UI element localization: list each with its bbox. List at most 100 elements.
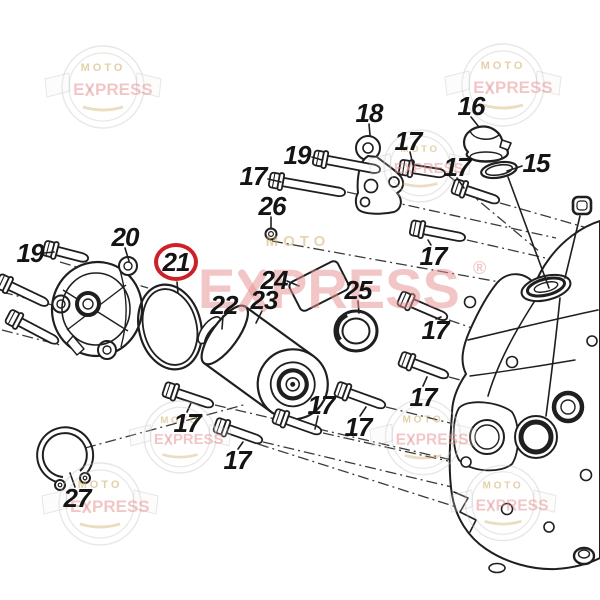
solid-leader-line [507, 176, 550, 289]
part-label-15: 15 [522, 148, 551, 178]
part-label-24: 24 [260, 265, 289, 295]
leader-line-17i [422, 376, 428, 387]
watermark-express-text: E [473, 78, 484, 97]
part-label-19a: 19 [283, 140, 312, 170]
watermark-express-text: PRESS [173, 432, 223, 448]
part-label-22: 22 [210, 290, 239, 320]
watermark-express-text: PRESS [416, 431, 469, 448]
leader-line-27 [69, 472, 76, 488]
part-label-17e: 17 [173, 408, 202, 438]
dash-line [271, 240, 545, 291]
dash-line [257, 443, 536, 533]
bolt-17i [397, 351, 450, 380]
leader-line-23 [255, 310, 263, 324]
leader-line-15 [506, 165, 523, 172]
watermark-express-text: E [476, 497, 486, 514]
leader-line-17b [409, 151, 414, 166]
bolt-17f [212, 417, 264, 445]
watermark-moto-text: MOTO [81, 62, 126, 74]
bolt-17e [161, 381, 215, 409]
leader-line-22 [221, 315, 224, 330]
part-label-17h: 17 [344, 412, 373, 442]
watermark-express-text: E [154, 432, 164, 448]
bolt-17b [398, 159, 446, 179]
watermark-moto-text: MOTO [266, 233, 331, 250]
bolt-19d [4, 309, 60, 345]
plug-drawing [571, 195, 593, 216]
leader-line-18 [368, 123, 371, 136]
dash-line [262, 441, 457, 489]
oring-drawing [137, 283, 203, 371]
part-label-17b: 17 [394, 126, 423, 156]
part-label-17f: 17 [223, 445, 252, 475]
part-label-23: 23 [250, 285, 279, 315]
part-label-17i: 17 [409, 382, 438, 412]
watermark-moto-text: MOTO [78, 479, 123, 491]
watermark-express-text: E [73, 80, 84, 99]
oil-filter-drawing [200, 304, 329, 421]
dash-line [214, 404, 453, 461]
watermark-express-text: E [198, 257, 235, 320]
leader-line-21 [176, 281, 179, 294]
part-label-17d: 17 [419, 241, 448, 271]
dash-line [84, 403, 248, 449]
part-label-26: 26 [258, 191, 287, 221]
watermark-express-text: E [70, 497, 81, 516]
part-label-19b: 19 [16, 238, 45, 268]
watermark-badge: MOTO E PRESS [444, 43, 562, 127]
part-label-25: 25 [344, 275, 373, 305]
bolt-17h [333, 381, 387, 410]
leader-line-17k [435, 316, 442, 320]
watermark-badge: MOTO E PRESS [449, 464, 557, 542]
bolt-19c [0, 273, 50, 307]
watermark-moto-text: MOTO [402, 414, 443, 425]
gasket-drawing [288, 260, 350, 312]
leader-line-19b [43, 251, 55, 254]
watermark-express-text: PRESS [270, 257, 460, 320]
part-label-17a: 17 [239, 161, 268, 191]
leader-lines [43, 116, 581, 488]
cap-drawing [463, 125, 512, 163]
leader-line-17a [267, 178, 282, 183]
dash-line [346, 191, 557, 239]
bolts-layer [0, 149, 501, 445]
watermark-layer: MOTO E PRESS MOTO E PRESS MOTO E PRESS MOTO E PRESS… [41, 43, 562, 546]
watermark-express-text: PRESS [92, 497, 150, 516]
part-label-18: 18 [355, 98, 384, 128]
dash-line [322, 432, 449, 462]
bolt-17d [408, 219, 466, 242]
watermark-badge: MOTO E PRESS [41, 462, 159, 546]
watermark-express-text: PRESS [413, 161, 463, 177]
leader-line-17e [186, 402, 192, 413]
crankcase-drawing [448, 220, 600, 574]
snap-ring-drawing [36, 426, 95, 491]
cover-drawing [50, 256, 144, 360]
leader-line-25 [357, 300, 360, 314]
dash-line [499, 202, 599, 232]
watermark-registered-mark: ® [473, 258, 486, 278]
watermark-express-text: PRESS [495, 78, 553, 97]
watermark-express-text: E [394, 161, 404, 177]
part-label-20: 20 [111, 222, 140, 252]
part-label-17k: 17 [421, 315, 450, 345]
cap-oring-drawing [480, 160, 518, 180]
watermark-express-text: PRESS [496, 497, 549, 514]
leader-line-17g [314, 415, 319, 430]
leader-line-19a [311, 156, 323, 161]
part-label-17c: 17 [443, 152, 472, 182]
part-label-16: 16 [457, 91, 486, 121]
watermark-moto-text: MOTO [481, 60, 526, 72]
watermark-moto-text: MOTO [482, 480, 523, 491]
part-label-21: 21 [154, 243, 198, 281]
part-label-27: 27 [63, 483, 92, 513]
bolt-17g [271, 408, 323, 436]
leader-line-17f [237, 441, 244, 450]
leader-line-20 [124, 247, 130, 262]
leader-line-24 [286, 280, 300, 287]
